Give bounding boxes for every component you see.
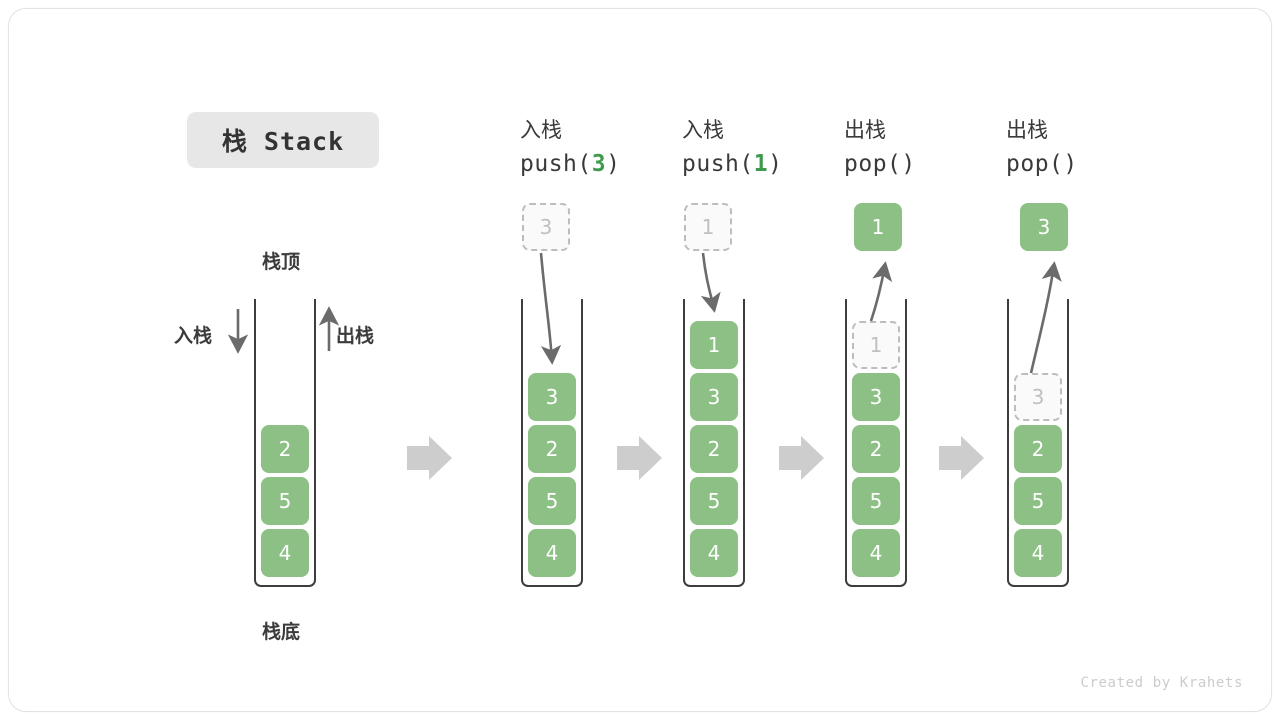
stack-cell: 2 bbox=[261, 425, 309, 473]
floating-popped-cell: 1 bbox=[854, 203, 902, 251]
stack-cell: 4 bbox=[528, 529, 576, 577]
operation-code: pop() bbox=[1006, 151, 1078, 177]
operation-name: 入栈 bbox=[682, 118, 724, 142]
stack-cell: 2 bbox=[852, 425, 900, 473]
operation-code: push(3) bbox=[520, 151, 621, 177]
stack-cell: 1 bbox=[690, 321, 738, 369]
diagram-stage: 栈 Stack 栈顶 入栈 出栈 栈底 2 5 4 入栈 push(3) 3 3… bbox=[9, 9, 1273, 713]
operation-caption-pop-1: 出栈 pop() bbox=[844, 113, 1024, 181]
stack-ghost-cell: 3 bbox=[1014, 373, 1062, 421]
stack-bottom-label: 栈底 bbox=[262, 621, 301, 643]
operation-arg: 3 bbox=[591, 151, 607, 177]
stack-cell: 5 bbox=[852, 477, 900, 525]
operation-name: 出栈 bbox=[1006, 118, 1048, 142]
stack-container bbox=[845, 299, 907, 587]
stack-container bbox=[683, 299, 745, 587]
arrow-right-block-icon bbox=[407, 436, 452, 480]
operation-code: push(1) bbox=[682, 151, 783, 177]
credit-text: Created by Krahets bbox=[1080, 675, 1243, 691]
stack-cell: 3 bbox=[528, 373, 576, 421]
stack-cell: 5 bbox=[1014, 477, 1062, 525]
stack-cell: 4 bbox=[852, 529, 900, 577]
stack-cell: 3 bbox=[690, 373, 738, 421]
stack-top-label: 栈顶 bbox=[262, 251, 301, 273]
stack-container bbox=[254, 299, 316, 587]
stack-cell: 2 bbox=[1014, 425, 1062, 473]
stack-cell: 2 bbox=[690, 425, 738, 473]
stack-ghost-cell: 1 bbox=[852, 321, 900, 369]
push-direction-label: 入栈 bbox=[174, 325, 213, 347]
page-title: 栈 Stack bbox=[187, 112, 379, 168]
stack-container bbox=[521, 299, 583, 587]
floating-ghost-cell: 1 bbox=[684, 203, 732, 251]
stack-cell: 2 bbox=[528, 425, 576, 473]
operation-arg: 1 bbox=[753, 151, 769, 177]
stack-cell: 4 bbox=[261, 529, 309, 577]
pop-direction-label: 出栈 bbox=[336, 325, 375, 347]
stack-container bbox=[1007, 299, 1069, 587]
floating-ghost-cell: 3 bbox=[522, 203, 570, 251]
stack-cell: 5 bbox=[690, 477, 738, 525]
operation-caption-push-1: 入栈 push(1) bbox=[682, 113, 862, 181]
stack-cell: 3 bbox=[852, 373, 900, 421]
stack-cell: 5 bbox=[528, 477, 576, 525]
operation-name: 入栈 bbox=[520, 118, 562, 142]
stack-cell: 5 bbox=[261, 477, 309, 525]
operation-caption-push-3: 入栈 push(3) bbox=[520, 113, 700, 181]
figure-card: 栈 Stack 栈顶 入栈 出栈 栈底 2 5 4 入栈 push(3) 3 3… bbox=[8, 8, 1272, 712]
operation-caption-pop-3: 出栈 pop() bbox=[1006, 113, 1186, 181]
operation-code: pop() bbox=[844, 151, 916, 177]
arrow-right-block-icon bbox=[617, 436, 662, 480]
stack-cell: 4 bbox=[1014, 529, 1062, 577]
operation-name: 出栈 bbox=[844, 118, 886, 142]
arrow-right-block-icon bbox=[939, 436, 984, 480]
floating-popped-cell: 3 bbox=[1020, 203, 1068, 251]
arrow-right-block-icon bbox=[779, 436, 824, 480]
stack-cell: 4 bbox=[690, 529, 738, 577]
